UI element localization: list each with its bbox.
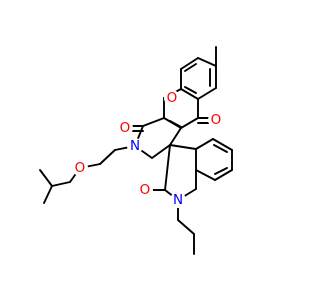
bond xyxy=(195,169,216,181)
atom-indolinone-nitrogen: N xyxy=(173,192,183,208)
atom-indolinone-oxygen: O xyxy=(140,182,151,198)
bond xyxy=(43,185,53,204)
bond xyxy=(177,219,195,235)
atom-ring-oxygen: O xyxy=(167,90,178,106)
bond-lines xyxy=(39,46,233,255)
bond xyxy=(213,144,228,153)
bond xyxy=(142,117,165,127)
atom-labels: O O O N O N O xyxy=(72,90,224,208)
bond xyxy=(180,57,199,70)
bond xyxy=(214,167,228,175)
atom-background xyxy=(72,160,88,176)
bond xyxy=(197,57,217,67)
bond xyxy=(180,88,199,100)
atom-ketone-oxygen: O xyxy=(211,112,222,128)
bond xyxy=(212,138,233,151)
atom-background xyxy=(127,138,143,154)
bond xyxy=(180,117,199,129)
atom-background xyxy=(117,120,133,136)
bond xyxy=(169,120,182,128)
bond xyxy=(195,138,214,150)
atom-background xyxy=(164,90,180,106)
bond xyxy=(39,169,53,187)
bond xyxy=(164,144,171,191)
bond xyxy=(184,86,197,94)
atom-background xyxy=(170,192,186,208)
bond xyxy=(169,144,197,150)
bond xyxy=(99,149,116,165)
bond xyxy=(214,169,233,181)
bond xyxy=(169,127,182,146)
atom-lactam-oxygen: O xyxy=(120,120,131,136)
bond xyxy=(197,87,217,100)
atom-ether-oxygen: O xyxy=(75,160,86,176)
chemical-structure-diagram: O O O N O N O xyxy=(39,46,233,255)
atom-background xyxy=(137,182,153,198)
atom-lactam-nitrogen: N xyxy=(130,138,140,154)
atom-background xyxy=(208,112,224,128)
bond xyxy=(151,144,171,159)
bond xyxy=(184,63,197,72)
bond xyxy=(51,181,71,187)
